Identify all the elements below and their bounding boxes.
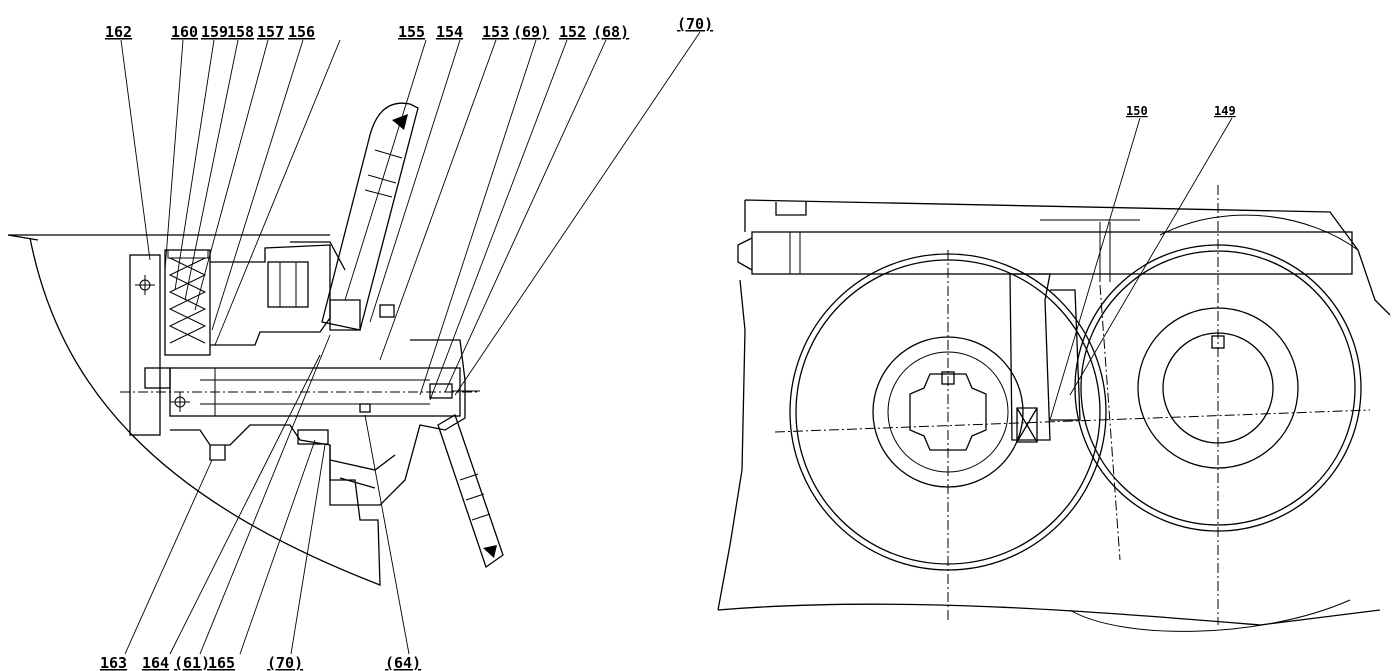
- pin-163: [209, 445, 226, 461]
- lower-lever-tip: [483, 545, 497, 558]
- part-label-165: 165: [208, 654, 235, 671]
- part-label-164: 164: [142, 654, 169, 671]
- part-label-155: 155: [398, 23, 425, 41]
- part-label-69: (69): [513, 23, 549, 41]
- bracket-centerline: [1099, 284, 1121, 561]
- upper-lever: [321, 102, 419, 331]
- shaft-end-hex: [737, 237, 753, 271]
- housing-top-wall: [290, 241, 346, 271]
- hanger-bracket: [1009, 273, 1051, 441]
- right-gear-outer-inner: [1080, 250, 1356, 526]
- rear-gear-arc: [1069, 599, 1351, 632]
- part-label-70-top: (70): [677, 15, 713, 33]
- top-label-group: 162 160 159 158 157 156 155 154 153 (69)…: [105, 15, 713, 41]
- part-label-163: 163: [100, 654, 127, 671]
- hanger-stem: [1050, 289, 1081, 421]
- leaders-bottom: [124, 334, 410, 655]
- upper-lever-pivot: [329, 299, 361, 331]
- hanger-x-mark: [1016, 407, 1038, 443]
- center-mark-1-ring: [139, 279, 151, 291]
- part-label-150: 150: [1126, 104, 1148, 118]
- part-label-61: (61): [174, 654, 210, 671]
- key-64: [359, 403, 371, 413]
- upper-boss-lines: [279, 262, 297, 307]
- part-label-64: (64): [385, 654, 421, 671]
- gear-centerline-h: [774, 409, 1371, 433]
- part-label-70-bottom: (70): [267, 654, 303, 671]
- part-label-162: 162: [105, 23, 132, 41]
- leaders-right: [1049, 117, 1233, 421]
- housing-outline: [7, 234, 381, 586]
- part-label-153: 153: [482, 23, 509, 41]
- center-mark-2-ring: [174, 396, 186, 408]
- part-label-154: 154: [436, 23, 463, 41]
- lower-lever-grip: [459, 473, 491, 521]
- rear-gear-arc-top: [1159, 214, 1359, 251]
- spring-cap: [167, 249, 209, 259]
- bolt-upper: [379, 304, 395, 318]
- upper-block: [210, 244, 331, 346]
- left-assembly-view: 162 160 159 158 157 156 155 154 153 (69)…: [7, 15, 713, 671]
- spring-coil: [168, 257, 207, 344]
- lower-bracket: [329, 454, 396, 489]
- housing-notch: [775, 202, 807, 216]
- spring-housing: [164, 249, 211, 356]
- bottom-label-group: 163 164 (61) 165 (70) (64): [100, 654, 421, 671]
- center-mark-2: [170, 392, 190, 412]
- part-label-159: 159: [201, 23, 228, 41]
- part-label-152: 152: [559, 23, 586, 41]
- upper-boss: [267, 261, 309, 308]
- lower-lever: [437, 414, 504, 569]
- center-mark-1: [135, 275, 155, 295]
- shaft-bar: [751, 231, 1353, 275]
- flange-plate: [129, 254, 161, 436]
- shaft-end-cap: [144, 367, 171, 389]
- part-label-68: (68): [593, 23, 629, 41]
- left-gear-spline: [909, 373, 987, 451]
- part-label-149: 149: [1214, 104, 1236, 118]
- part-label-158: 158: [227, 23, 254, 41]
- leaders-top: [120, 31, 701, 401]
- part-label-157: 157: [257, 23, 284, 41]
- part-label-160: 160: [171, 23, 198, 41]
- right-housing: [170, 339, 466, 506]
- part-label-156: 156: [288, 23, 315, 41]
- shaft-bar-lines: [789, 219, 1140, 282]
- bolt-lower: [297, 429, 329, 445]
- right-gear-view: 150 149: [717, 104, 1391, 632]
